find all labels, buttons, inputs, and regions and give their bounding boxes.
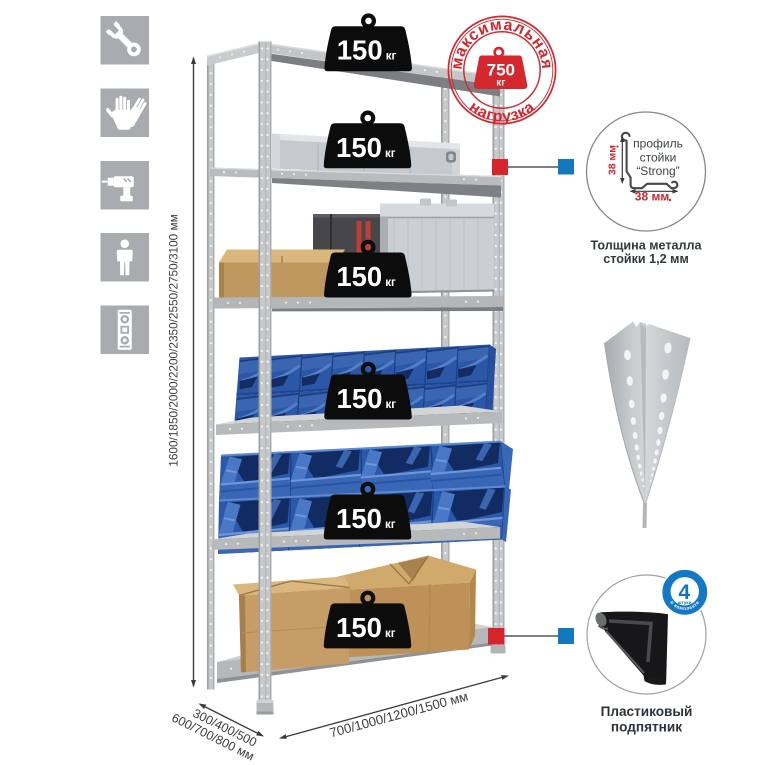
svg-text:кг: кг: [496, 78, 505, 89]
svg-text:750: 750: [487, 61, 515, 80]
svg-text:кг: кг: [385, 148, 396, 160]
svg-text:1600/1850/2000/2200/2350/2550/: 1600/1850/2000/2200/2350/2550/2750/3100 …: [167, 214, 181, 466]
svg-text:кг: кг: [386, 399, 397, 411]
svg-text:4: 4: [678, 581, 690, 604]
svg-text:150: 150: [336, 503, 382, 534]
svg-text:150: 150: [336, 612, 382, 643]
svg-text:150: 150: [336, 132, 382, 163]
svg-text:профиль: профиль: [633, 137, 683, 151]
svg-text:Пластиковый: Пластиковый: [601, 704, 693, 719]
svg-text:штуки: штуки: [678, 600, 692, 605]
svg-text:подпятник: подпятник: [611, 720, 682, 735]
svg-text:стойки 1,2 мм: стойки 1,2 мм: [603, 252, 689, 266]
svg-text:кг: кг: [386, 51, 397, 63]
svg-text:кг: кг: [385, 519, 396, 531]
svg-text:кг: кг: [385, 277, 396, 289]
svg-text:стойки: стойки: [640, 150, 677, 164]
svg-text:38 мм: 38 мм: [635, 190, 670, 204]
svg-text:150: 150: [336, 261, 382, 292]
svg-text:38 мм: 38 мм: [607, 145, 619, 175]
svg-text:Толщина металла: Толщина металла: [590, 239, 702, 253]
svg-text:150: 150: [337, 35, 383, 66]
svg-text:150: 150: [337, 383, 383, 414]
svg-text:“Strong”: “Strong”: [636, 164, 679, 178]
svg-text:кг: кг: [385, 628, 396, 640]
